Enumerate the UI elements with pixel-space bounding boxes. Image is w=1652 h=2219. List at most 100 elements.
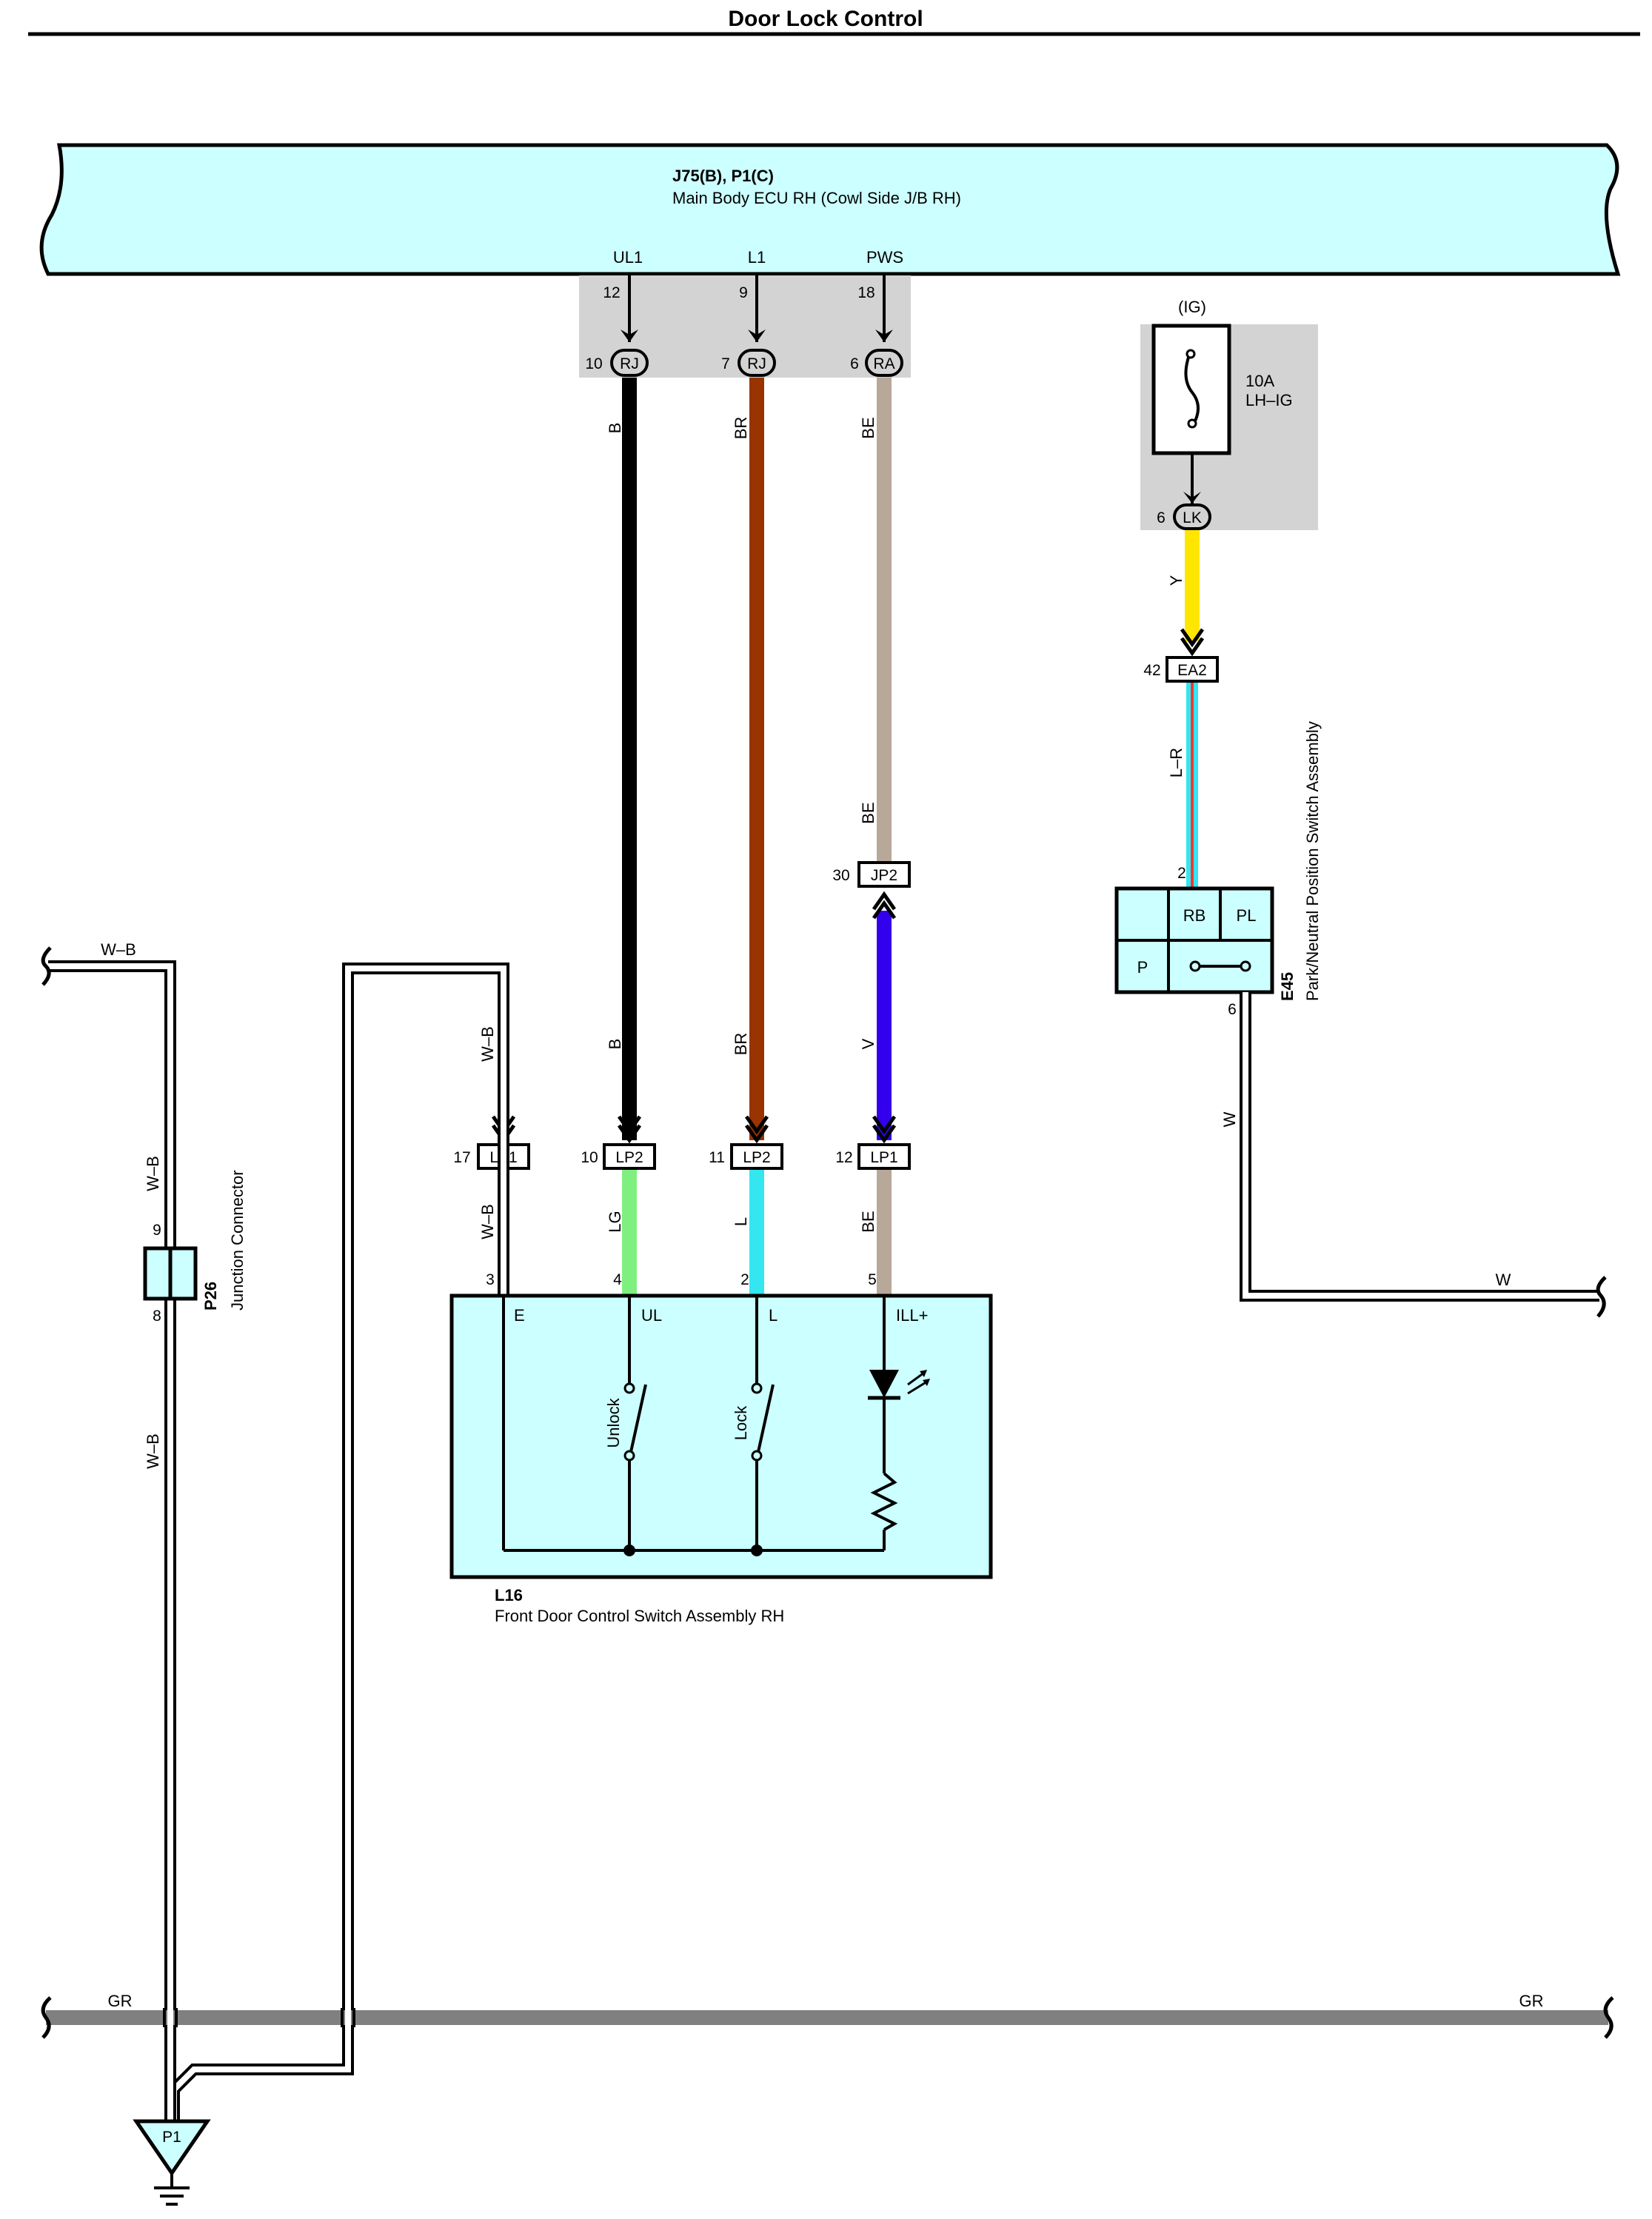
svg-text:E: E (514, 1306, 525, 1325)
wire-label-l: L (732, 1217, 750, 1226)
fuse-block: (IG) 10A LH–IG LK 6 (1140, 298, 1318, 530)
page-title: Door Lock Control (728, 7, 923, 31)
wire-label-b-low: B (606, 1039, 624, 1050)
svg-text:RB: RB (1183, 906, 1206, 925)
svg-text:RJ: RJ (747, 355, 766, 372)
ground-p1: P1 (133, 2119, 211, 2206)
connector-lp2-ul: LP2 10 (581, 1143, 656, 1170)
wire-label-wb-p26-lower: W–B (144, 1433, 162, 1469)
wire-label-v: V (859, 1038, 877, 1049)
break-symbol-icon (1596, 1276, 1607, 1318)
svg-text:LP1: LP1 (870, 1149, 897, 1166)
fuse-circuit: (IG) (1178, 298, 1206, 316)
connector-lp1-ill: LP1 12 (835, 1143, 911, 1170)
svg-text:4: 4 (613, 1271, 622, 1288)
svg-text:LP2: LP2 (615, 1149, 643, 1166)
svg-text:JP2: JP2 (871, 867, 897, 884)
wire-label-w-horizontal: W (1496, 1271, 1511, 1289)
svg-text:EA2: EA2 (1177, 662, 1207, 679)
ecu-terminal-ul1: UL1 (613, 248, 643, 267)
svg-text:P: P (1137, 958, 1148, 977)
ecu-name: Main Body ECU RH (Cowl Side J/B RH) (672, 189, 961, 207)
pin-ul1: 12 (603, 284, 620, 301)
wire-label-br-low: BR (732, 1033, 750, 1056)
switch-label-lock: Lock (732, 1405, 750, 1440)
l16-code: L16 (495, 1586, 523, 1604)
switch-assembly-l16: 3 4 2 5 E UL L ILL+ (449, 1271, 993, 1625)
svg-text:2: 2 (740, 1271, 749, 1288)
arrow-icon (748, 329, 766, 342)
svg-text:3: 3 (486, 1271, 495, 1288)
pin-l1: 9 (739, 284, 748, 301)
led-icon (868, 1370, 930, 1400)
ecu-terminal-l1: L1 (748, 248, 766, 267)
svg-text:9: 9 (153, 1222, 161, 1239)
arrow-icon (621, 329, 638, 342)
connector-rj-ul: RJ 10 (585, 349, 649, 377)
wire-label-lg: LG (606, 1211, 624, 1232)
svg-text:E45: E45 (1278, 972, 1297, 1001)
fuse-name: LH–IG (1245, 391, 1293, 409)
wire-label-br: BR (732, 417, 750, 440)
svg-text:11: 11 (709, 1149, 725, 1166)
svg-text:8: 8 (153, 1308, 161, 1325)
connector-lp2-l: LP2 11 (709, 1143, 783, 1170)
svg-text:RJ: RJ (620, 355, 639, 372)
fuse-icon (1184, 350, 1200, 428)
arrow-icon (875, 329, 893, 342)
connector-ea2: EA2 42 (1143, 656, 1219, 683)
wire-label-be-mid: BE (859, 802, 877, 823)
pin-pws: 18 (857, 284, 875, 301)
svg-text:10: 10 (585, 355, 602, 372)
connector-rj-l: RJ 7 (721, 349, 776, 377)
main-body-ecu: J75(B), P1(C) Main Body ECU RH (Cowl Sid… (39, 143, 1621, 276)
svg-text:2: 2 (1177, 865, 1186, 882)
wire-label-wb-left-top: W–B (101, 940, 136, 959)
switch-e45: 2 RB PL P 6 E45 Park/Neutral Position Sw… (1114, 721, 1322, 1018)
break-symbol-icon (1603, 1996, 1614, 2039)
switch-label-unlock: Unlock (604, 1397, 623, 1447)
wire-label-y: Y (1167, 575, 1186, 586)
svg-text:UL: UL (641, 1306, 662, 1325)
wire-label-w-vertical: W (1220, 1111, 1239, 1127)
svg-text:RA: RA (873, 355, 894, 372)
wire-label-be: BE (859, 417, 877, 438)
svg-text:6: 6 (1157, 509, 1166, 526)
fuse-rating: 10A (1245, 372, 1274, 390)
svg-text:12: 12 (835, 1149, 852, 1166)
svg-text:Park/Neutral Position Switch A: Park/Neutral Position Switch Assembly (1303, 721, 1322, 1001)
svg-text:5: 5 (868, 1271, 877, 1288)
svg-text:17: 17 (453, 1149, 470, 1166)
connector-ra-pws: RA 6 (850, 349, 903, 377)
svg-text:Junction Connector: Junction Connector (228, 1170, 247, 1311)
svg-text:7: 7 (721, 355, 730, 372)
connector-lp1-e: LP1 17 (453, 1143, 530, 1170)
junction-connector-p26: 9 8 P26 Junction Connector (143, 1170, 247, 1325)
svg-text:6: 6 (1228, 1001, 1237, 1018)
svg-text:L: L (769, 1306, 777, 1325)
wire-label-wb-mid: W–B (478, 1026, 497, 1062)
svg-text:ILL+: ILL+ (896, 1306, 928, 1325)
wire-label-b: B (606, 423, 624, 434)
svg-text:10: 10 (581, 1149, 598, 1166)
wire-label-wb-lp1: W–B (478, 1204, 497, 1239)
ecu-terminal-pws: PWS (866, 248, 903, 267)
break-symbol-icon (41, 946, 52, 986)
svg-text:LP2: LP2 (743, 1149, 770, 1166)
connector-jp2: JP2 30 (832, 861, 911, 920)
svg-text:30: 30 (832, 867, 849, 884)
wire-label-be-bottom: BE (859, 1211, 877, 1232)
wire-label-wb-p26-upper: W–B (144, 1156, 162, 1191)
svg-text:PL: PL (1237, 906, 1257, 925)
l16-name: Front Door Control Switch Assembly RH (495, 1607, 784, 1625)
svg-text:P26: P26 (201, 1282, 220, 1311)
ecu-code: J75(B), P1(C) (672, 167, 774, 185)
wire-w (1240, 992, 1599, 1302)
svg-text:LK: LK (1183, 509, 1202, 526)
svg-text:42: 42 (1143, 662, 1160, 679)
wire-label-lr: L–R (1167, 748, 1186, 777)
break-symbol-icon (41, 1996, 52, 2039)
svg-text:P1: P1 (162, 2129, 181, 2146)
wire-label-gr-right: GR (1519, 1992, 1544, 2010)
